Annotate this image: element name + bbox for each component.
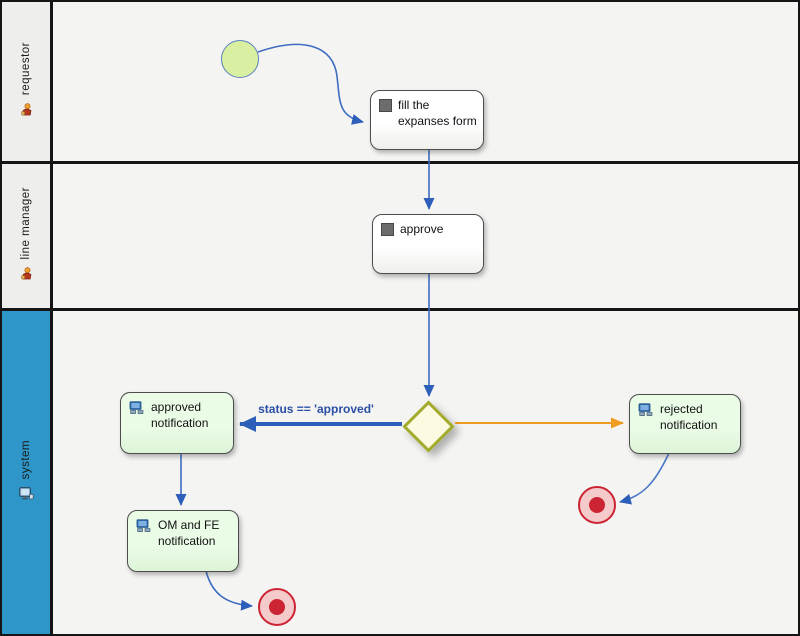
service-task-approved-notification[interactable]: approved notification bbox=[120, 392, 234, 454]
flow-start-to-fill-form bbox=[257, 43, 364, 125]
task-label: approve bbox=[400, 222, 444, 236]
lane-label-system: system bbox=[20, 440, 32, 480]
lane-header-separator bbox=[50, 2, 53, 634]
task-label: rejected notification bbox=[660, 402, 718, 432]
task-label: approved notification bbox=[151, 400, 209, 430]
task-label: OM and FE notification bbox=[158, 518, 220, 548]
service-computers-icon bbox=[136, 519, 152, 538]
flow-omfe-to-end bbox=[205, 570, 253, 611]
person-icon bbox=[20, 102, 33, 121]
task-icon bbox=[379, 99, 392, 112]
task-icon bbox=[381, 223, 394, 236]
computer-icon bbox=[18, 487, 34, 505]
service-computers-icon bbox=[638, 403, 654, 422]
lane-label-line-manager: line manager bbox=[20, 187, 32, 260]
end-event-dot bbox=[269, 599, 285, 615]
task-fill-expanses-form[interactable]: fill the expanses form bbox=[370, 90, 484, 150]
end-event-approved[interactable] bbox=[258, 588, 296, 626]
gateway-diamond bbox=[402, 400, 455, 453]
end-event-dot bbox=[589, 497, 605, 513]
service-task-om-fe-notification[interactable]: OM and FE notification bbox=[127, 510, 239, 572]
lane-header-requestor[interactable]: requestor bbox=[2, 2, 50, 161]
flow-condition-label: status == 'approved' bbox=[258, 402, 374, 416]
lane-divider bbox=[2, 308, 798, 311]
start-event[interactable] bbox=[221, 40, 259, 78]
service-task-rejected-notification[interactable]: rejected notification bbox=[629, 394, 741, 454]
lane-header-line-manager[interactable]: line manager bbox=[2, 164, 50, 308]
flow-rejected-to-end bbox=[619, 452, 670, 505]
service-computers-icon bbox=[129, 401, 145, 420]
person-icon bbox=[20, 266, 33, 285]
task-label: fill the expanses form bbox=[398, 98, 477, 128]
task-approve[interactable]: approve bbox=[372, 214, 484, 274]
lane-label-requestor: requestor bbox=[20, 42, 32, 96]
lane-divider bbox=[2, 161, 798, 164]
end-event-rejected[interactable] bbox=[578, 486, 616, 524]
exclusive-gateway[interactable] bbox=[402, 400, 455, 453]
lane-header-system[interactable]: system bbox=[2, 311, 50, 634]
